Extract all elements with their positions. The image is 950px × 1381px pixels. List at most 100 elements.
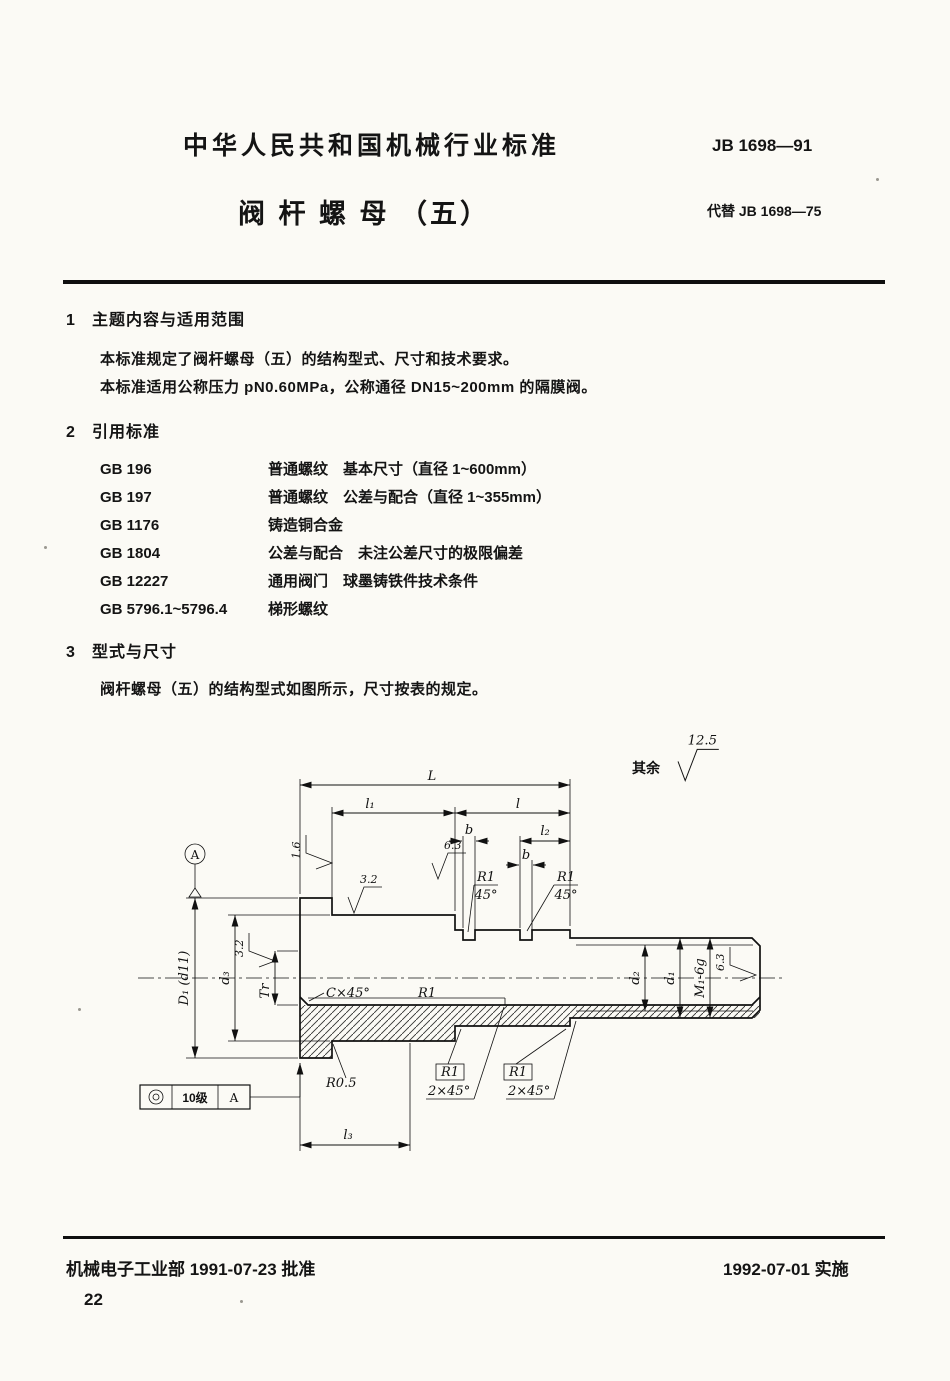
groove1-callout: R1 45° [467,870,498,933]
callout-R1: R1 [508,1065,527,1080]
section-2-number: 2 [66,424,76,441]
section-1-paragraph-1: 本标准规定了阀杆螺母（五）的结构型式、尺寸和技术要求。 [100,351,519,368]
dim-label-l2: l₂ [540,824,549,839]
dim-label-Tr: Tr [258,983,273,999]
callout-R05: R0.5 [325,1076,356,1091]
bore-chamfer-leader [308,992,325,1002]
section-2-title: 引用标准 [92,424,161,441]
references-list: GB 196 普通螺纹 基本尺寸（直径 1~600mm） GB 197 普通螺纹 公… [100,456,551,624]
dim-label-l3: l₃ [343,1128,352,1143]
document-title: 阀 杆 螺 母 （五） [238,199,491,229]
roughness-groove: 6.3 [431,839,466,881]
reference-item: GB 196 普通螺纹 基本尺寸（直径 1~600mm） [100,456,551,484]
dim-l3: l₃ [299,1043,411,1151]
section-3-paragraph-1: 阀杆螺母（五）的结构型式如图所示，尺寸按表的规定。 [100,681,488,698]
roughness-left-face: 1.6 [290,835,334,870]
reference-item: GB 197 普通螺纹 公差与配合（直径 1~355mm） [100,484,551,512]
callout-bore-chamfer: C×45° [326,986,370,1001]
step2-radius-callout: R1 [503,1028,567,1081]
roughness-bore: 3.2 [233,933,277,968]
scan-speckle [44,546,47,549]
reference-desc: 公差与配合 未注公差尺寸的极限偏差 [268,545,524,562]
dim-label-d1: d₁ [663,971,678,985]
dim-label-d2: d₂ [628,971,643,985]
dim-L: L [299,769,571,926]
dim-D1: D₁ (d11) [177,897,298,1059]
section-1-paragraph-2: 本标准适用公称压力 pN0.60MPa，公称通径 DN15~200mm 的隔膜阀… [100,379,597,396]
section-hatching [300,1005,760,1058]
part-outline-top [299,897,761,978]
reference-code: GB 12227 [100,573,169,590]
section-3-heading: 3 型式与尺寸 [66,638,177,662]
section-1-number: 1 [66,312,76,329]
callout-radius: R1 [556,870,575,885]
general-roughness-symbol: 12.5 [677,734,719,782]
callout-R1: R1 [440,1065,459,1080]
reference-item: GB 5796.1~5796.4 梯形螺纹 [100,596,551,624]
reference-code: GB 5796.1~5796.4 [100,601,228,618]
step1-chamfer-callout: 2×45° [426,1006,505,1100]
concentricity-icon [148,1089,164,1105]
flange-fillet-callout: R0.5 [325,1043,356,1091]
approval-note: 机械电子工业部 1991-07-23 批准 [66,1260,316,1279]
step1-radius-callout: R1 [435,1028,465,1081]
page-number: 22 [84,1290,103,1309]
reference-desc: 通用阀门 球墨铸铁件技术条件 [268,573,479,590]
datum-symbol: A [184,843,206,898]
reference-code: GB 197 [100,489,152,506]
general-roughness-value: 12.5 [688,734,717,749]
reference-desc: 铸造铜合金 [268,517,344,534]
standard-code: JB 1698—91 [712,136,813,155]
dim-b2: b [506,848,546,937]
roughness-value: 3.2 [360,873,378,886]
dim-label-b1: b [465,823,473,838]
bore-edge [299,996,761,1006]
groove2-callout: R1 45° [526,870,578,932]
reference-code: GB 1804 [100,545,161,562]
roughness-value: 1.6 [290,842,303,860]
scan-speckle [78,1008,81,1011]
section-1-title: 主题内容与适用范围 [92,312,246,329]
dim-b1: b [449,823,489,937]
reference-desc: 普通螺纹 公差与配合（直径 1~355mm） [268,489,551,506]
dim-d2: d₂ [628,945,649,1011]
dim-l1-l: l₁ l [331,797,570,911]
tolerance-value: 10级 [182,1090,207,1105]
reference-item: GB 12227 通用阀门 球墨铸铁件技术条件 [100,568,551,596]
scan-speckle [876,178,879,181]
dim-l2: l₂ [519,824,570,928]
dim-label-L: L [427,769,437,784]
callout-bore-fillet: R1 [417,986,436,1001]
roughness-thread-end: 6.3 [714,947,758,982]
implementation-note: 1992-07-01 实施 [723,1260,849,1279]
callout-2x45: 2×45° [427,1084,470,1099]
callout-radius: R1 [476,870,495,885]
datum-letter: A [190,848,200,862]
reference-desc: 梯形螺纹 [268,601,329,618]
roughness-body-top: 3.2 [347,873,382,915]
tolerance-frame: 10级 A [139,1063,304,1110]
dim-thread: M₁-6g [693,938,714,1018]
reference-desc: 普通螺纹 基本尺寸（直径 1~600mm） [268,461,536,478]
scan-speckle [240,1300,243,1303]
section-3-title: 型式与尺寸 [92,644,178,661]
standard-type-heading: 中华人民共和国机械行业标准 [183,132,561,160]
general-note-label: 其余 [632,760,661,776]
section-3-number: 3 [66,644,76,661]
technical-drawing: 其余 12.5 L l₁ l b [138,734,782,1151]
section-2-heading: 2 引用标准 [66,418,160,442]
reference-item: GB 1804 公差与配合 未注公差尺寸的极限偏差 [100,540,551,568]
dim-Tr: Tr [258,950,298,1006]
dim-d3: d₃ [218,914,330,1042]
roughness-value: 6.3 [714,954,727,972]
callout-angle: 45° [553,888,577,903]
part-outline-bottom [299,978,761,1059]
dim-label-b2: b [522,848,530,863]
reference-code: GB 196 [100,461,152,478]
dim-label-D1: D₁ (d11) [177,951,192,1007]
callout-2x45: 2×45° [507,1084,550,1099]
header-rule [63,280,885,284]
dim-label-thread: M₁-6g [693,958,708,999]
